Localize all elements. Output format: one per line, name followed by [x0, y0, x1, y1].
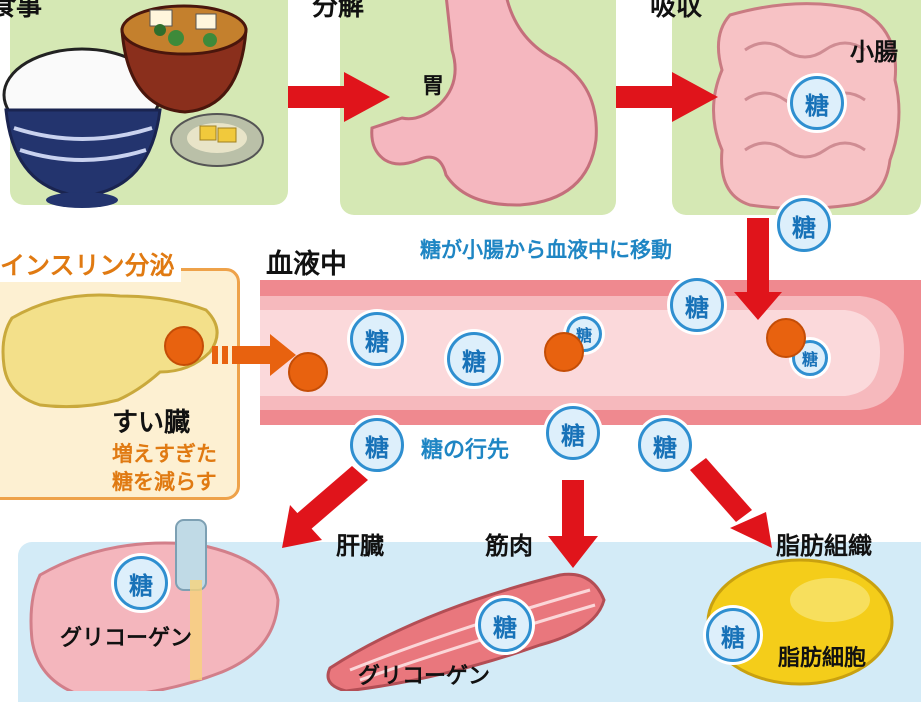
stomach-icon [370, 0, 598, 207]
fat-title: 脂肪組織 [776, 532, 872, 560]
insulin-arrow [212, 334, 296, 376]
sugar-icon: 糖 [447, 332, 501, 386]
sugar-icon: 糖 [670, 278, 724, 332]
sugar-icon: 糖 [790, 76, 844, 130]
meal-title: 食事 [0, 0, 43, 22]
side-dish-plate-icon [170, 113, 264, 167]
sugar-icon: 糖 [777, 198, 831, 252]
sugar-icon: 糖 [546, 406, 600, 460]
sugar-icon: 糖 [478, 598, 532, 652]
rice-bowl-icon [2, 47, 162, 208]
arrow-to-liver [282, 466, 368, 548]
arrow-to-fat [690, 458, 772, 548]
pancreas-title-wrap: インスリン分泌 [0, 246, 181, 282]
muscle-title: 筋肉 [485, 532, 533, 560]
insulin-icon [164, 326, 204, 366]
absorption-title: 吸収 [650, 0, 703, 22]
sugar-icon: 糖 [350, 418, 404, 472]
miso-soup-icon [120, 4, 248, 114]
destination-label: 糖の行先 [421, 438, 510, 463]
pancreas-icon [1, 293, 219, 409]
sugar-icon: 糖 [706, 608, 760, 662]
sugar-icon: 糖 [638, 418, 692, 472]
stomach-label: 胃 [422, 74, 445, 99]
insulin-icon [766, 318, 806, 358]
flow-label: 糖が小腸から血液中に移動 [420, 238, 672, 262]
sugar-icon: 糖 [350, 312, 404, 366]
fat-cell-label: 脂肪細胞 [778, 646, 867, 671]
arrows-top [288, 72, 718, 122]
liver-title: 肝臓 [336, 532, 384, 560]
pancreas-note-line2: 糖を減らす [112, 470, 217, 494]
arrow-absorb-down [734, 218, 782, 320]
insulin-icon [544, 332, 584, 372]
pancreas-label: すい臓 [112, 408, 191, 438]
small-intestine-label: 小腸 [850, 38, 898, 66]
liver-glycogen-label: グリコーゲン [60, 626, 193, 651]
pancreas-note-line1: 増えすぎた [112, 442, 217, 466]
arrow-to-muscle [548, 480, 598, 568]
pancreas-title: インスリン分泌 [0, 251, 175, 280]
liver-icon [29, 519, 280, 691]
insulin-icon [288, 352, 328, 392]
digestion-title: 分解 [312, 0, 365, 22]
sugar-icon: 糖 [114, 556, 168, 610]
muscle-glycogen-label: グリコーゲン [358, 664, 491, 689]
blood-title: 血液中 [266, 249, 347, 280]
